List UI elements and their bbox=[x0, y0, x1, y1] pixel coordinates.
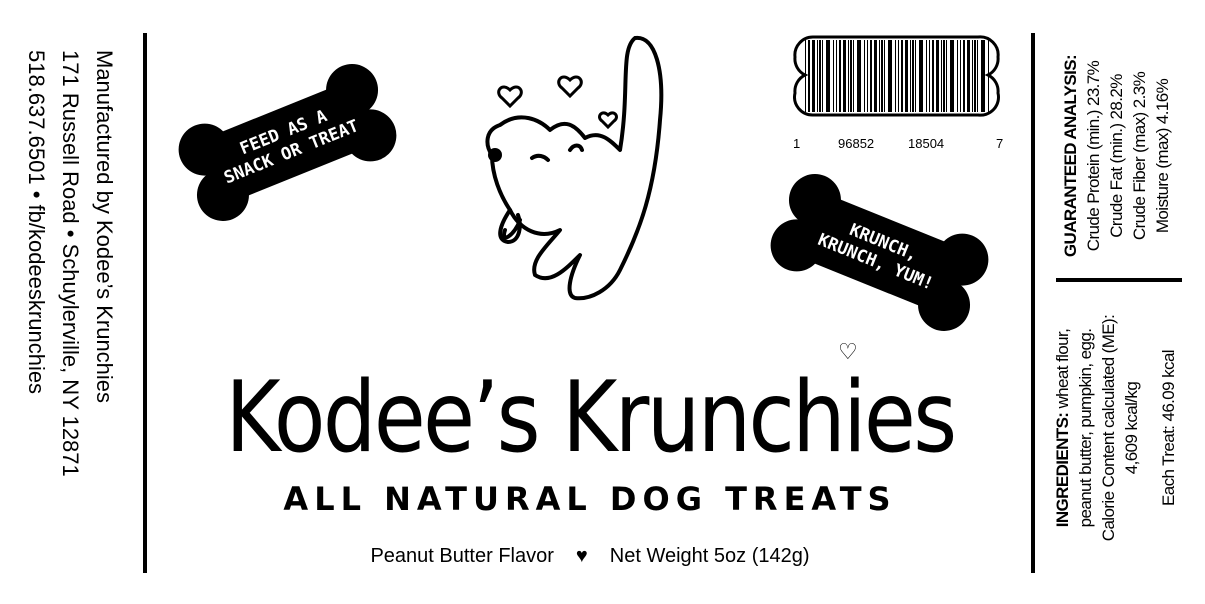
ingredients: INGREDIENTS: wheat flour, peanut butter,… bbox=[1045, 290, 1185, 566]
manufacturer-line: Manufactured by Kodee’s Krunchies bbox=[92, 50, 117, 404]
barcode-bar bbox=[919, 40, 923, 112]
barcode-bar bbox=[839, 40, 841, 112]
barcode-bar bbox=[974, 40, 976, 112]
barcode: 1 96852 18504 7 bbox=[793, 32, 1003, 151]
barcode-bar bbox=[870, 40, 872, 112]
bone-icon bbox=[178, 64, 397, 221]
ingredients-text: peanut butter, pumpkin, egg. bbox=[1075, 328, 1095, 528]
barcode-bar bbox=[836, 40, 837, 112]
address-line: 171 Russell Road • Schuylerville, NY 128… bbox=[58, 50, 83, 477]
contact-line: 518.637.6501 • fb/kodeeskrunchies bbox=[24, 50, 49, 395]
left-divider bbox=[143, 33, 147, 573]
analysis-line: Moisture (max) 4.16% bbox=[1152, 78, 1172, 234]
barcode-bar bbox=[812, 40, 815, 112]
barcode-bar bbox=[888, 40, 892, 112]
guaranteed-analysis: GUARANTEED ANALYSIS: Crude Protein (min.… bbox=[1046, 40, 1186, 272]
barcode-bar bbox=[850, 40, 852, 112]
barcode-bar bbox=[941, 40, 942, 112]
barcode-bar bbox=[817, 40, 818, 112]
barcode-bar bbox=[988, 40, 989, 112]
barcode-bar bbox=[950, 40, 954, 112]
barcode-bar bbox=[833, 40, 834, 112]
barcode-bar bbox=[977, 40, 978, 112]
barcode-bar bbox=[819, 40, 821, 112]
right-divider bbox=[1031, 33, 1035, 573]
barcode-bar bbox=[843, 40, 846, 112]
barcode-bar bbox=[912, 40, 914, 112]
barcode-bar bbox=[867, 40, 868, 112]
barcode-digit: 1 bbox=[793, 136, 801, 151]
product-details: Peanut Butter Flavor ♥ Net Weight 5oz (1… bbox=[150, 545, 1030, 568]
barcode-bar bbox=[874, 40, 877, 112]
barcode-bar bbox=[826, 40, 830, 112]
each-treat: Each Treat: 46.09 kcal bbox=[1158, 350, 1178, 506]
barcode-bar bbox=[963, 40, 965, 112]
barcode-bar bbox=[853, 40, 854, 112]
barcode-bar bbox=[910, 40, 911, 112]
bone-icon bbox=[770, 174, 989, 331]
barcode-bar bbox=[929, 40, 930, 112]
barcode-bar bbox=[936, 40, 939, 112]
barcode-digit: 96852 bbox=[838, 136, 875, 151]
net-weight: Net Weight 5oz (142g) bbox=[609, 545, 810, 567]
barcode-bar bbox=[898, 40, 899, 112]
analysis-heading: GUARANTEED ANALYSIS: bbox=[1060, 54, 1080, 258]
barcode-bar bbox=[972, 40, 973, 112]
analysis-line: Crude Fiber (max) 2.3% bbox=[1129, 71, 1149, 241]
heart-icon: ♡ bbox=[838, 339, 858, 364]
flavor: Peanut Butter Flavor bbox=[370, 545, 554, 567]
barcode-bar bbox=[901, 40, 903, 112]
ingredients-text: wheat flour, bbox=[1052, 328, 1072, 413]
analysis-line: Crude Fat (min.) 28.2% bbox=[1106, 74, 1126, 238]
dog-illustration bbox=[485, 35, 664, 301]
barcode-digit: 7 bbox=[996, 136, 1004, 151]
barcode-bar bbox=[895, 40, 896, 112]
barcode-bar bbox=[879, 40, 880, 112]
barcode-bar bbox=[932, 40, 934, 112]
section-divider bbox=[1056, 278, 1182, 282]
barcode-bar bbox=[822, 40, 823, 112]
barcode-bar bbox=[946, 40, 947, 112]
calorie-value: 4,609 kcal/kg bbox=[1121, 381, 1141, 475]
barcode-bar bbox=[905, 40, 908, 112]
bone-badge-krunch: KRUNCH,KRUNCH, YUM! bbox=[760, 164, 999, 342]
ingredients-heading: INGREDIENTS: bbox=[1052, 412, 1072, 528]
barcode-bar bbox=[943, 40, 945, 112]
manufacturer-info: Manufactured by Kodee’s Krunchies 171 Ru… bbox=[15, 50, 125, 540]
barcode-bar bbox=[884, 40, 885, 112]
barcode-bar bbox=[960, 40, 961, 112]
barcode-bar bbox=[926, 40, 927, 112]
brand-title: Kodee’s Krunchies bbox=[225, 361, 957, 475]
barcode-bar bbox=[864, 40, 865, 112]
barcode-bar bbox=[857, 40, 861, 112]
barcode-bar bbox=[848, 40, 849, 112]
brand-subtitle: ALL NATURAL DOG TREATS bbox=[283, 480, 897, 518]
barcode-bar bbox=[957, 40, 958, 112]
barcode-bar bbox=[967, 40, 970, 112]
analysis-line: Crude Protein (min.) 23.7% bbox=[1083, 60, 1103, 252]
barcode-bar bbox=[805, 40, 806, 112]
barcode-bars bbox=[793, 35, 1000, 117]
barcode-digit: 18504 bbox=[908, 136, 945, 151]
calorie-content: Calorie Content calculated (ME): bbox=[1098, 314, 1118, 542]
barcode-bar bbox=[981, 40, 985, 112]
barcode-bar bbox=[808, 40, 810, 112]
heart-icon: ♥ bbox=[575, 545, 588, 567]
barcode-bar bbox=[881, 40, 883, 112]
barcode-bar bbox=[915, 40, 916, 112]
